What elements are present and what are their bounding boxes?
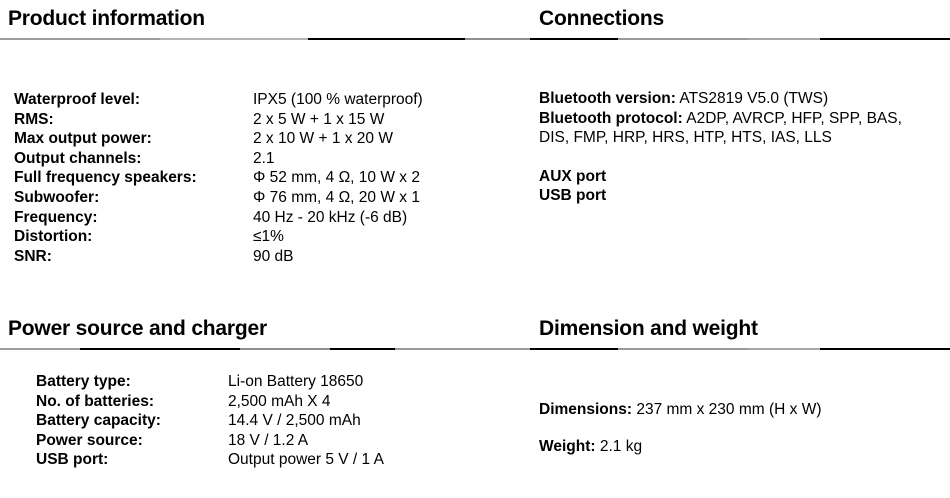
- spec-label: Bluetooth version:: [539, 90, 676, 107]
- spec-value: A2DP, AVRCP, HFP, SPP, BAS, DIS, FMP, HR…: [539, 109, 902, 147]
- dimension-spec-list: Dimensions: 237 mm x 230 mm (H x W) Weig…: [530, 400, 950, 456]
- section-heading-power-source-and-charger: Power source and charger: [8, 317, 267, 340]
- spec-value: 40 Hz - 20 kHz (-6 dB): [253, 208, 408, 226]
- spec-value: 2 x 5 W + 1 x 15 W: [253, 110, 385, 128]
- port-list: AUX port USB port: [539, 167, 950, 206]
- section-dimension-and-weight: Dimension and weight Dimensions: 237 mm …: [530, 316, 950, 456]
- spec-value: 90 dB: [253, 247, 294, 265]
- section-heading-connections: Connections: [539, 7, 664, 30]
- spec-value: Φ 76 mm, 4 Ω, 20 W x 1: [253, 188, 420, 206]
- section-product-information: Product information Waterproof level: IP…: [0, 6, 950, 266]
- table-row: USB port: Output power 5 V / 1 A: [36, 450, 384, 470]
- spec-label: Subwoofer:: [14, 188, 100, 206]
- product-information-spec-table: Waterproof level: IPX5 (100 % waterproof…: [14, 90, 423, 266]
- spec-label: RMS:: [14, 110, 54, 128]
- spec-value: 18 V / 1.2 A: [228, 431, 309, 449]
- list-item: USB port: [539, 187, 607, 205]
- spec-label: Full frequency speakers:: [14, 169, 197, 187]
- spec-label: Waterproof level:: [14, 91, 141, 108]
- spec-value: 237 mm x 230 mm (H x W): [636, 401, 822, 418]
- table-row: Waterproof level: IPX5 (100 % waterproof…: [14, 90, 423, 110]
- spec-value: Output power 5 V / 1 A: [228, 451, 384, 469]
- table-row: Output channels: 2.1: [14, 149, 423, 169]
- table-row: No. of batteries: 2,500 mAh X 4: [36, 392, 384, 412]
- table-row: Max output power: 2 x 10 W + 1 x 20 W: [14, 129, 423, 149]
- spec-value: 2,500 mAh X 4: [228, 392, 331, 410]
- table-row: SNR: 90 dB: [14, 247, 423, 267]
- spec-label: No. of batteries:: [36, 392, 154, 410]
- table-body: Battery type: Li-on Battery 18650 No. of…: [36, 372, 384, 470]
- section-power-source-and-charger: Power source and charger Battery type: L…: [0, 316, 950, 470]
- spec-label: Output channels:: [14, 149, 142, 167]
- spec-label: USB port:: [36, 451, 109, 469]
- heading-divider: [0, 38, 950, 40]
- list-item: AUX port: [539, 167, 607, 185]
- spec-value: 14.4 V / 2,500 mAh: [228, 412, 361, 430]
- table-row: Power source: 18 V / 1.2 A: [36, 431, 384, 451]
- spec-label: Max output power:: [14, 130, 152, 148]
- spec-value: ATS2819 V5.0 (TWS): [679, 90, 829, 107]
- heading-divider: [530, 38, 950, 40]
- spec-label: Frequency:: [14, 208, 98, 226]
- table-row: Subwoofer: Φ 76 mm, 4 Ω, 20 W x 1: [14, 188, 423, 208]
- table-row: Battery type: Li-on Battery 18650: [36, 372, 384, 392]
- spec-value: 2.1 kg: [599, 437, 643, 455]
- section-connections: Connections Bluetooth version: ATS2819 V…: [530, 6, 950, 206]
- spec-label: Power source:: [36, 431, 143, 449]
- spec-label: Bluetooth protocol:: [539, 109, 683, 127]
- spec-label: Weight:: [539, 437, 596, 455]
- power-source-spec-table: Battery type: Li-on Battery 18650 No. of…: [36, 372, 384, 470]
- table-body: Waterproof level: IPX5 (100 % waterproof…: [14, 90, 423, 266]
- connections-spec-list: Bluetooth version: ATS2819 V5.0 (TWS) Bl…: [530, 89, 950, 148]
- dimensions-row: Dimensions: 237 mm x 230 mm (H x W): [539, 400, 950, 420]
- table-row: Battery capacity: 14.4 V / 2,500 mAh: [36, 411, 384, 431]
- spec-value: Φ 52 mm, 4 Ω, 10 W x 2: [253, 169, 420, 187]
- spec-label: SNR:: [14, 247, 52, 265]
- table-row: RMS: 2 x 5 W + 1 x 15 W: [14, 110, 423, 130]
- table-row: Distortion: ≤1%: [14, 227, 423, 247]
- spec-label: Battery type:: [36, 373, 131, 390]
- spec-value: IPX5 (100 % waterproof): [253, 91, 423, 108]
- spec-label: Battery capacity:: [36, 412, 161, 430]
- spec-value: 2.1: [253, 149, 275, 167]
- section-heading-product-information: Product information: [8, 7, 205, 30]
- heading-divider: [0, 348, 950, 350]
- spec-value: ≤1%: [253, 228, 284, 246]
- spec-label: Dimensions:: [539, 401, 633, 418]
- weight-row: Weight: 2.1 kg: [539, 437, 950, 457]
- section-heading-dimension-and-weight: Dimension and weight: [539, 317, 758, 340]
- bluetooth-protocol-row: Bluetooth protocol: A2DP, AVRCP, HFP, SP…: [539, 109, 929, 148]
- table-row: Frequency: 40 Hz - 20 kHz (-6 dB): [14, 208, 423, 228]
- heading-divider: [530, 348, 950, 350]
- spec-value: Li-on Battery 18650: [228, 373, 364, 390]
- table-row: Full frequency speakers: Φ 52 mm, 4 Ω, 1…: [14, 168, 423, 188]
- bluetooth-version-row: Bluetooth version: ATS2819 V5.0 (TWS): [539, 89, 950, 109]
- spec-label: Distortion:: [14, 228, 93, 246]
- spec-value: 2 x 10 W + 1 x 20 W: [253, 130, 393, 148]
